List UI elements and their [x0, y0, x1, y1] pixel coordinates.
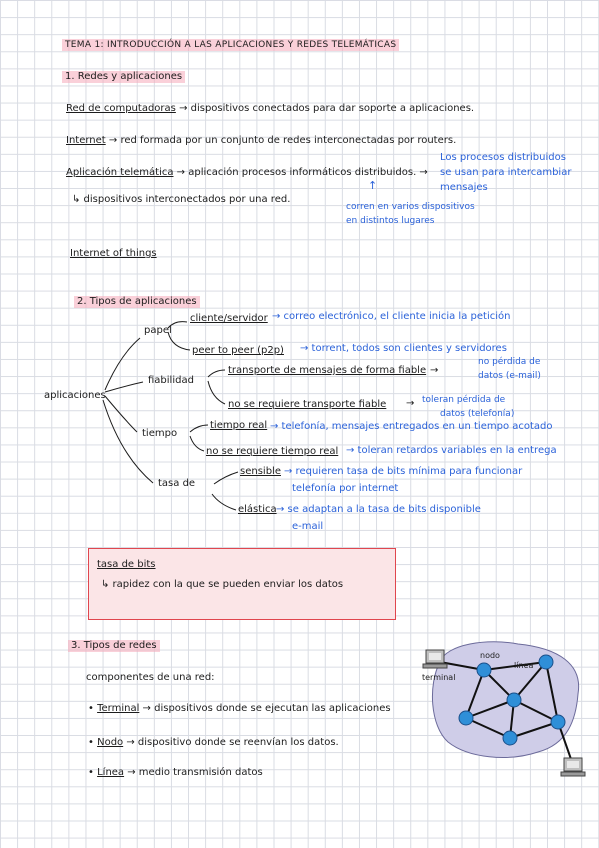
- term-terminal: Terminal: [97, 703, 140, 714]
- branch-papel: papel: [144, 325, 172, 336]
- branch-tiempo: tiempo: [142, 428, 178, 439]
- leaf-no-tiempo-real-desc: → toleran retardos variables en la entre…: [346, 445, 557, 456]
- leaf-no-transporte-fiable-desc-2: datos (telefonía): [440, 409, 515, 419]
- section-heading-tipos-redes: 3. Tipos de redes: [68, 640, 160, 652]
- leaf-elastica-desc-2: e-mail: [292, 521, 324, 532]
- note-corren-2: en distintos lugares: [346, 216, 435, 226]
- box-text: ↳ rapidez con la que se pueden enviar lo…: [101, 579, 344, 590]
- network-cloud: [431, 641, 580, 758]
- node-circle: [538, 654, 554, 670]
- leaf-cliente-servidor: cliente/servidor: [190, 313, 268, 324]
- page-title: TEMA 1: INTRODUCCIÓN A LAS APLICACIONES …: [62, 39, 400, 51]
- def-red-computadoras: Red de computadoras → dispositivos conec…: [66, 103, 474, 115]
- sub-note-dispositivos: ↳ dispositivos interconectados por una r…: [72, 194, 291, 205]
- leaf-sensible-desc-1: → requieren tasa de bits mínima para fun…: [284, 466, 523, 477]
- node-circle: [506, 692, 522, 708]
- desc-terminal: → dispositivos donde se ejecutan las apl…: [142, 703, 391, 714]
- note-corren-1: corren en varios dispositivos: [346, 202, 475, 212]
- network-diagram: nodo línea terminal: [422, 641, 586, 777]
- terminal-computer-icon: [422, 649, 448, 669]
- leaf-cliente-servidor-desc: → correo electrónico, el cliente inicia …: [272, 311, 511, 322]
- node-circle: [550, 714, 566, 730]
- arrow-transporte-fiable: →: [430, 365, 439, 376]
- leaf-sensible: sensible: [240, 466, 281, 477]
- leaf-transporte-fiable-desc-2: datos (e-mail): [478, 371, 541, 381]
- bullet-terminal: • Terminal → dispositivos donde se ejecu…: [88, 703, 391, 715]
- leaf-no-tiempo-real: no se requiere tiempo real: [206, 446, 339, 457]
- note-procesos-3: mensajes: [440, 182, 488, 193]
- section-heading-tipos-aplicaciones: 2. Tipos de aplicaciones: [74, 296, 200, 308]
- def-aplicacion-telematica: Aplicación telemática → aplicación proce…: [66, 167, 428, 179]
- leaf-elastica-desc-1: → se adaptan a la tasa de bits disponibl…: [276, 504, 481, 515]
- leaf-no-transporte-fiable: no se requiere transporte fiable: [228, 399, 387, 410]
- term-aplicacion-telematica: Aplicación telemática: [66, 167, 174, 178]
- bullet-dot-icon: •: [88, 737, 94, 748]
- desc-red-computadoras: → dispositivos conectados para dar sopor…: [179, 103, 475, 114]
- term-linea: Línea: [97, 767, 125, 778]
- bullet-linea: • Línea → medio transmisión datos: [88, 767, 263, 779]
- bullet-dot-icon: •: [88, 703, 94, 714]
- branch-fiabilidad: fiabilidad: [148, 375, 194, 386]
- note-procesos-1: Los procesos distribuidos: [440, 152, 566, 163]
- leaf-sensible-desc-2: telefonía por internet: [292, 483, 399, 494]
- term-red-computadoras: Red de computadoras: [66, 103, 176, 114]
- definition-box-tasa-bits: tasa de bits ↳ rapidez con la que se pue…: [88, 548, 396, 620]
- desc-nodo: → dispositivo donde se reenvían los dato…: [126, 737, 339, 748]
- term-internet: Internet: [66, 135, 106, 146]
- leaf-elastica: elástica: [238, 504, 277, 515]
- arrow-no-transporte-fiable: →: [406, 398, 415, 409]
- leaf-no-transporte-fiable-desc-1: toleran pérdida de: [422, 395, 506, 405]
- leaf-transporte-fiable-desc-1: no pérdida de: [478, 357, 541, 367]
- def-internet: Internet → red formada por un conjunto d…: [66, 135, 456, 147]
- node-circle: [458, 710, 474, 726]
- section-heading-redes: 1. Redes y aplicaciones: [62, 71, 186, 83]
- leaf-tiempo-real-desc: → telefonía, mensajes entregados en un t…: [270, 421, 553, 432]
- branch-tasa-de: tasa de: [158, 478, 196, 489]
- iot-label: Internet of things: [70, 248, 157, 259]
- tree-root-aplicaciones: aplicaciones: [44, 390, 106, 401]
- diagram-label-linea: línea: [514, 661, 533, 670]
- term-nodo: Nodo: [97, 737, 124, 748]
- up-arrow-icon: ↑: [368, 179, 378, 192]
- desc-internet: → red formada por un conjunto de redes i…: [108, 135, 457, 146]
- desc-linea: → medio transmisión datos: [127, 767, 263, 778]
- node-circle: [476, 662, 492, 678]
- diagram-label-terminal: terminal: [422, 673, 455, 682]
- note-procesos-2: se usan para intercambiar: [440, 167, 572, 178]
- diagram-label-nodo: nodo: [480, 651, 500, 660]
- bullet-nodo: • Nodo → dispositivo donde se reenvían l…: [88, 737, 339, 749]
- components-intro: componentes de una red:: [86, 672, 215, 683]
- desc-aplicacion-telematica: → aplicación procesos informáticos distr…: [176, 167, 428, 178]
- box-term: tasa de bits: [97, 559, 156, 570]
- leaf-p2p-desc: → torrent, todos son clientes y servidor…: [300, 343, 507, 354]
- leaf-p2p: peer to peer (p2p): [192, 345, 284, 356]
- terminal-computer-icon: [560, 757, 586, 777]
- bullet-dot-icon: •: [88, 767, 94, 778]
- node-circle: [502, 730, 518, 746]
- leaf-tiempo-real: tiempo real: [210, 420, 268, 431]
- leaf-transporte-fiable: transporte de mensajes de forma fiable: [228, 365, 427, 376]
